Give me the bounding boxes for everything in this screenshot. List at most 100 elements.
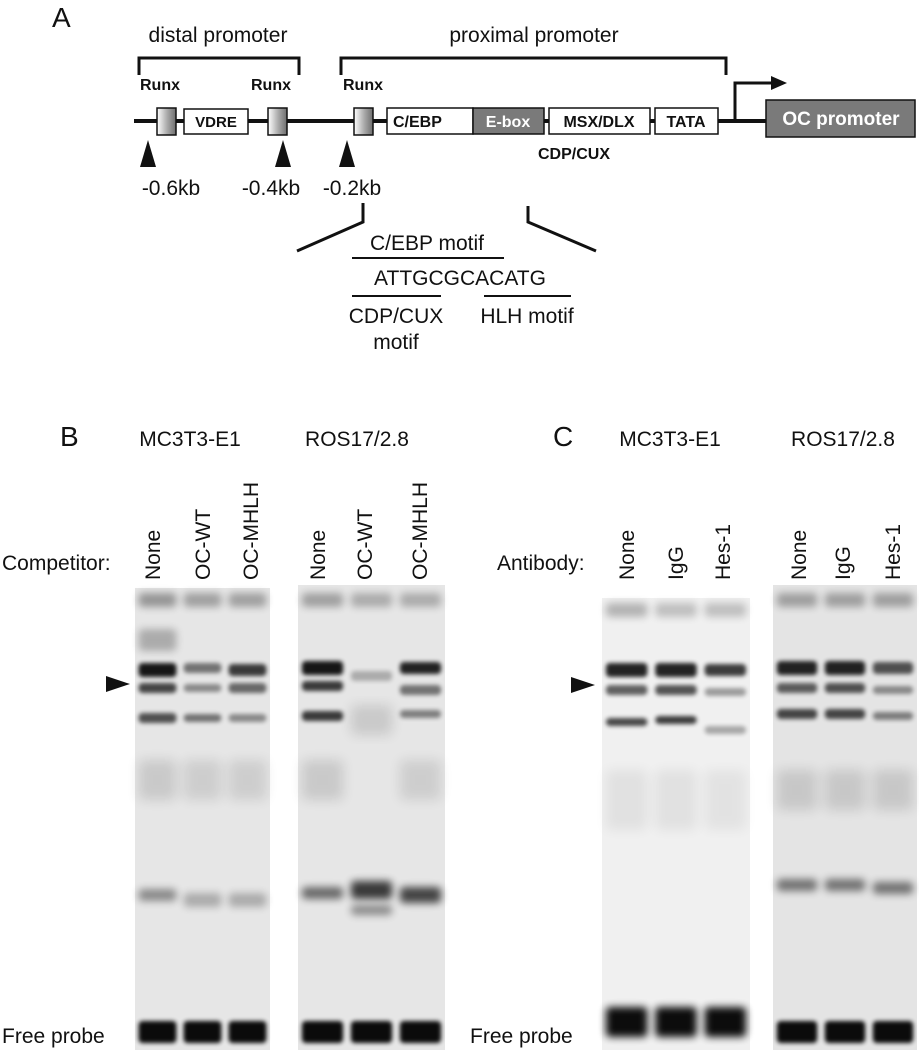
gel-band <box>824 879 866 891</box>
gel-band <box>776 593 818 607</box>
panel-c-lane-label-2: IgG <box>665 546 688 580</box>
hlh-motif-label: HLH motif <box>480 305 574 328</box>
panel-b-cell-line-2: ROS17/2.8 <box>305 428 409 451</box>
gel-band <box>301 711 344 721</box>
runx-site-2 <box>267 107 288 136</box>
gel-band <box>824 709 866 719</box>
gel-band <box>605 770 648 830</box>
gel-band <box>605 718 648 726</box>
cdp-cux-motif-label-line2: motif <box>373 331 419 354</box>
gel-band <box>183 714 222 722</box>
panel-c-lane-label-5: IgG <box>832 546 855 580</box>
gel-band <box>776 879 818 891</box>
gel-band <box>824 683 866 693</box>
runx-label-2: Runx <box>251 77 291 94</box>
runx-site-3 <box>353 107 374 136</box>
ebox-label: E-box <box>486 114 531 131</box>
gel-c-mc3t3 <box>602 598 750 1050</box>
gel-band <box>655 663 697 677</box>
cdp-cux-motif-label-line1: CDP/CUX <box>349 305 444 328</box>
vdre-label: VDRE <box>195 114 237 131</box>
arrow-head-icon <box>771 76 787 90</box>
gel-band <box>301 681 344 691</box>
gel-band <box>138 593 177 607</box>
gel-band <box>872 712 914 720</box>
cdp-cux-label: CDP/CUX <box>538 146 610 163</box>
zoom-line-left <box>296 203 365 253</box>
gel-band <box>655 603 697 617</box>
gel-band <box>824 593 866 607</box>
panel-b-lane-label-1: None <box>142 530 165 580</box>
gel-band <box>138 629 177 651</box>
position-label-1: -0.6kb <box>142 177 200 200</box>
gel-band <box>399 685 442 695</box>
gel-band <box>301 661 344 675</box>
gel-band <box>228 1021 267 1043</box>
position-label-2: -0.4kb <box>242 177 300 200</box>
panel-c-cell-line-1: MC3T3-E1 <box>619 428 721 451</box>
position-label-3: -0.2kb <box>323 177 381 200</box>
gel-band <box>228 683 267 693</box>
panel-c-free-probe-label: Free probe <box>470 1025 573 1048</box>
gel-band <box>138 889 177 901</box>
gel-band <box>872 882 914 894</box>
distal-promoter-label: distal promoter <box>149 24 288 47</box>
zoom-line-right <box>526 206 597 253</box>
gel-band <box>776 683 818 693</box>
sequence-label: ATTGCGCACATG <box>374 267 546 290</box>
msx-dlx-label: MSX/DLX <box>563 114 634 131</box>
gel-band <box>704 1007 747 1037</box>
gel-lane <box>824 593 866 1043</box>
gel-band <box>138 1021 177 1043</box>
gel-band <box>399 593 442 607</box>
oc-promoter-label: OC promoter <box>782 109 900 130</box>
position-marker-icon-1 <box>140 140 156 167</box>
gel-lane <box>704 603 747 1037</box>
gel-background <box>773 585 917 1050</box>
ebox-box <box>472 107 545 135</box>
gel-band <box>183 893 222 907</box>
runx-label-3: Runx <box>343 77 383 94</box>
gel-b-mc3t3 <box>135 588 270 1050</box>
gel-band <box>605 685 648 695</box>
gel-band <box>704 726 747 734</box>
gel-band <box>350 593 393 607</box>
panel-c-lane-label-3: Hes-1 <box>712 524 735 580</box>
gel-band <box>228 893 267 907</box>
gel-band <box>350 905 393 915</box>
panel-c-lane-label-1: None <box>616 530 639 580</box>
gel-c-ros <box>773 585 917 1050</box>
panel-b-emsa-competition: B MC3T3-E1 ROS17/2.8 Competitor: None OC… <box>2 421 445 1050</box>
panel-c-lane-label-4: None <box>788 530 811 580</box>
cebp-box <box>386 107 474 135</box>
gel-b-ros <box>298 585 445 1050</box>
gel-band <box>605 1007 648 1037</box>
gel-band <box>138 683 177 693</box>
distal-bracket <box>137 56 301 75</box>
gel-band <box>655 770 697 830</box>
gel-band <box>301 760 344 800</box>
gel-band <box>138 760 177 800</box>
gel-lane <box>776 593 818 1043</box>
proximal-bracket <box>339 56 728 75</box>
panel-b-letter: B <box>60 421 79 452</box>
panel-c-lane-label-6: Hes-1 <box>882 524 905 580</box>
gel-band <box>183 593 222 607</box>
gel-band <box>776 661 818 675</box>
gel-band <box>301 1021 344 1043</box>
gel-band <box>776 1021 818 1043</box>
gel-band <box>872 1021 914 1043</box>
oc-promoter-box <box>765 99 916 138</box>
gel-band <box>872 770 914 810</box>
gel-band <box>228 664 267 676</box>
gel-band <box>399 662 442 674</box>
gel-band <box>605 603 648 617</box>
transcription-start-arrow <box>733 81 775 121</box>
gel-band <box>776 709 818 719</box>
gel-band <box>183 760 222 800</box>
panel-b-lane-label-2: OC-WT <box>192 509 215 580</box>
gel-lane <box>872 593 914 1043</box>
panel-b-cell-line-1: MC3T3-E1 <box>139 428 241 451</box>
vdre-box <box>183 108 249 135</box>
